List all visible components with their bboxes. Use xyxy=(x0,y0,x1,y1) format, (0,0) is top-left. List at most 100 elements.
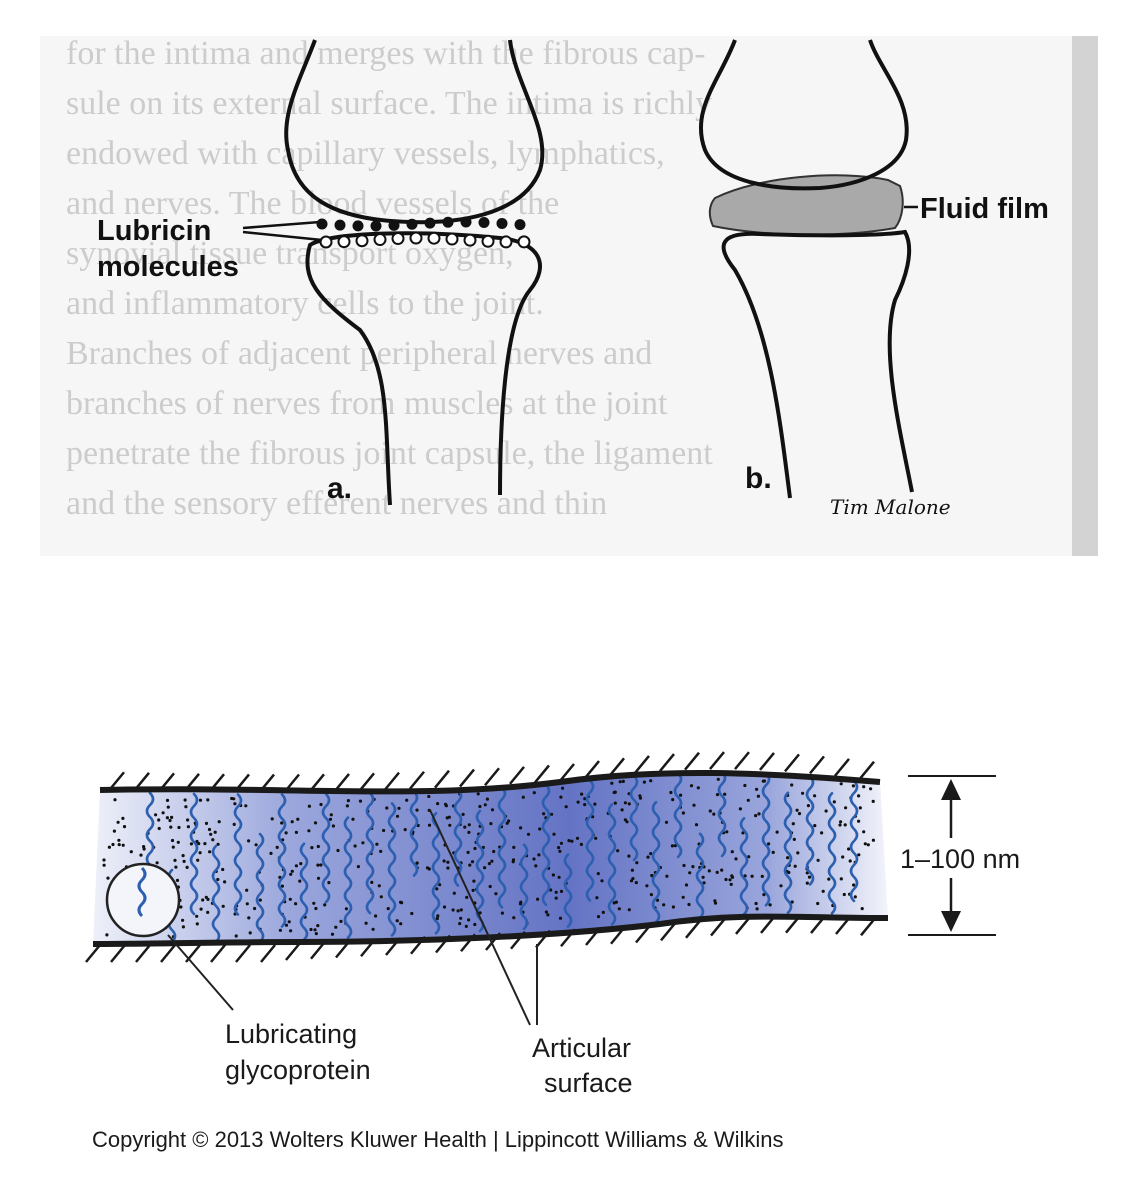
fluid-particle xyxy=(171,845,175,849)
fluid-particle xyxy=(473,846,477,851)
fluid-particle xyxy=(175,878,180,883)
fluid-particle xyxy=(319,802,323,807)
fluid-particle xyxy=(559,841,564,845)
fluid-particle xyxy=(634,881,638,885)
fluid-particle xyxy=(106,876,110,880)
hatch-mark xyxy=(384,771,400,791)
hatch-mark xyxy=(209,773,225,792)
fluid-particle xyxy=(405,798,409,802)
hatch-mark xyxy=(860,917,876,937)
fluid-particle xyxy=(196,858,200,862)
fluid-particle xyxy=(334,925,338,929)
fluid-particle xyxy=(576,800,580,804)
fluid-particle xyxy=(650,873,654,878)
fluid-particle xyxy=(871,838,876,842)
fluid-particle xyxy=(232,822,236,827)
hatch-mark xyxy=(109,771,125,791)
fluid-particle xyxy=(821,889,825,893)
glycoprotein-chain xyxy=(585,779,595,902)
fluid-particle xyxy=(696,786,700,790)
fluid-particle xyxy=(754,814,758,818)
fluid-particle xyxy=(760,874,764,879)
upper-articular-surface xyxy=(99,769,881,795)
fluid-particle xyxy=(444,804,448,808)
fluid-particle xyxy=(195,922,199,926)
hatch-mark xyxy=(460,933,476,953)
fluid-particle xyxy=(771,850,775,855)
fluid-particle xyxy=(857,853,861,857)
fluid-particle xyxy=(694,823,699,827)
fluid-particle xyxy=(724,877,728,882)
fluid-particle xyxy=(415,808,419,812)
fluid-particle xyxy=(715,793,720,797)
fluid-particle xyxy=(201,898,205,902)
hatch-mark xyxy=(459,768,475,788)
fluid-particle xyxy=(629,879,634,883)
fluid-particle xyxy=(670,844,675,848)
fluid-particle xyxy=(116,820,120,824)
fluid-particle xyxy=(328,817,333,821)
fluid-particle xyxy=(649,852,653,856)
fluid-particle xyxy=(176,840,180,844)
fluid-particle xyxy=(129,850,133,854)
fluid-particle xyxy=(247,916,251,920)
fluid-particle xyxy=(168,818,172,823)
fluid-particle xyxy=(232,797,236,801)
fluid-particle xyxy=(198,851,202,855)
panel-b-joint: Fluid film b. Tim Malone xyxy=(698,39,1049,519)
fluid-particle xyxy=(538,827,542,831)
fluid-particle xyxy=(448,823,452,827)
fluid-particle xyxy=(323,903,327,907)
fluid-particle xyxy=(248,931,252,935)
lubricin-molecule-beads xyxy=(316,216,531,249)
fluid-particle xyxy=(801,791,805,795)
fluid-particle xyxy=(554,890,558,894)
fluid-particle xyxy=(623,801,628,805)
fluid-particle xyxy=(278,928,282,932)
lubricin-label-line2: molecules xyxy=(97,251,239,283)
fluid-particle xyxy=(820,831,824,835)
fluid-particle xyxy=(863,842,867,846)
fluid-particle xyxy=(843,823,847,827)
fluid-particle xyxy=(796,851,800,855)
fluid-particle xyxy=(521,795,525,799)
fluid-particle xyxy=(755,907,759,911)
lubricin-bead xyxy=(391,232,405,246)
fluid-particle xyxy=(507,819,511,823)
fluid-particle xyxy=(790,783,794,787)
fluid-particle xyxy=(459,916,463,920)
fluid-particle xyxy=(464,924,468,929)
fluid-particle xyxy=(353,844,357,848)
fluid-particle xyxy=(216,842,220,846)
fluid-particle xyxy=(213,830,217,834)
fluid-particle xyxy=(691,865,695,869)
fluid-particle xyxy=(234,934,238,938)
fluid-particle xyxy=(112,829,116,833)
hatch-mark xyxy=(559,763,575,782)
fluid-particle xyxy=(157,826,161,831)
glycoprotein-chain xyxy=(233,793,243,916)
lubricin-bead xyxy=(316,218,328,230)
fluid-particle xyxy=(767,842,771,846)
fluid-particle xyxy=(805,881,809,885)
fluid-particle xyxy=(630,868,635,872)
fluid-particle xyxy=(467,918,471,922)
fluid-particle xyxy=(177,825,181,830)
fluid-particle xyxy=(601,910,605,915)
fluid-particle xyxy=(557,846,561,850)
hatch-mark xyxy=(409,770,425,790)
fluid-particle xyxy=(195,839,199,844)
lubricin-label-line1: Lubricin xyxy=(97,215,211,247)
fluid-particle xyxy=(316,924,320,928)
glycoprotein-magnifier-circle xyxy=(105,862,181,938)
fluid-particle xyxy=(483,803,487,807)
glycoprotein-chain xyxy=(805,775,815,886)
fluid-particle xyxy=(627,802,631,806)
fluid-particle xyxy=(298,879,302,883)
fluid-particle xyxy=(494,892,498,896)
fluid-particle xyxy=(762,893,766,897)
hatch-mark xyxy=(534,764,550,784)
glycoprotein-chain xyxy=(365,791,375,915)
background-text-line: and inflammatory cells to the joint. xyxy=(66,285,544,322)
fluid-particle xyxy=(723,792,727,796)
